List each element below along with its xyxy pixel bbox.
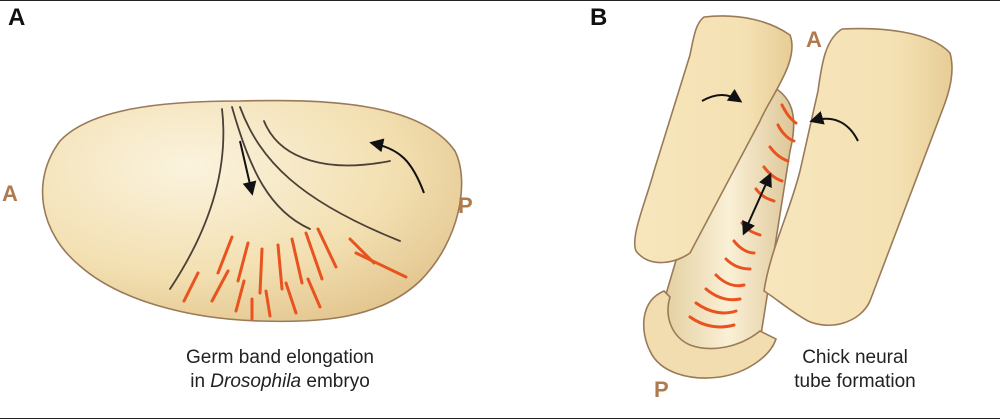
drosophila-embryo bbox=[41, 99, 463, 323]
left-neural-fold bbox=[634, 15, 793, 264]
panel-a-caption-line2: in Drosophila embryo bbox=[130, 370, 430, 394]
caption-prefix: in bbox=[190, 371, 211, 392]
panel-b-letter: B bbox=[590, 4, 607, 31]
panel-a-caption: Germ band elongation in Drosophila embry… bbox=[130, 346, 430, 394]
tube-bottom bbox=[643, 290, 777, 379]
neural-tube bbox=[634, 15, 953, 379]
panel-a-posterior-label: P bbox=[458, 193, 473, 218]
cell-marks-a bbox=[182, 227, 408, 321]
panel-b-caption-line1: Chick neural bbox=[802, 347, 908, 368]
curved-arrow-a bbox=[369, 138, 425, 194]
panel-b-anterior-label: A bbox=[806, 27, 822, 52]
panel-b-caption-line2: tube formation bbox=[794, 371, 916, 392]
panel-b-caption: Chick neural tube formation bbox=[770, 346, 940, 394]
panel-a-caption-line1: Germ band elongation bbox=[185, 347, 374, 368]
embryo-body bbox=[41, 99, 463, 323]
panel-a-anterior-label: A bbox=[2, 181, 18, 206]
down-arrow-a bbox=[239, 140, 257, 196]
caption-species: Drosophila bbox=[210, 371, 302, 392]
right-fold-arrow bbox=[809, 111, 859, 142]
left-fold-arrow bbox=[701, 88, 743, 103]
panel-a-letter: A bbox=[8, 4, 25, 31]
right-neural-fold bbox=[763, 27, 953, 326]
tube-double-arrow bbox=[742, 172, 772, 236]
panel-b-posterior-label: P bbox=[654, 377, 669, 402]
caption-suffix: embryo bbox=[301, 371, 370, 392]
furrow-lines bbox=[169, 106, 401, 290]
